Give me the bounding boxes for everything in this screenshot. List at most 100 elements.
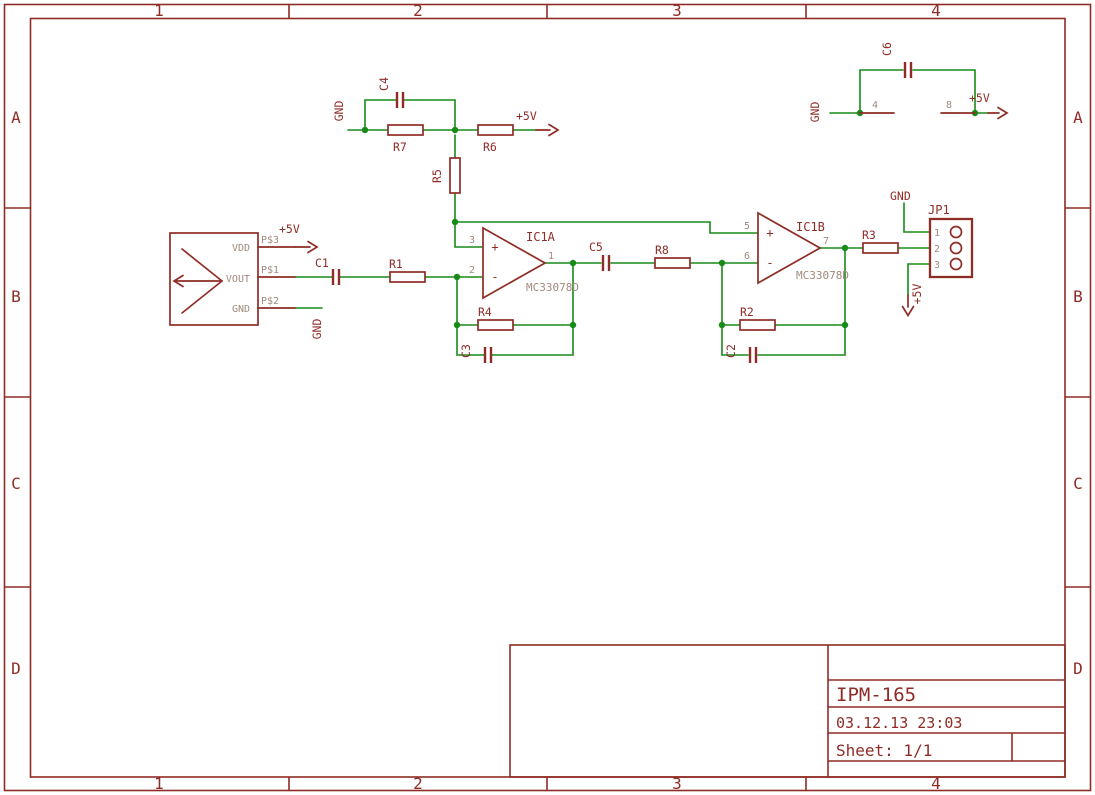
part-label: C3 xyxy=(459,344,473,358)
wire-fb2-left[interactable] xyxy=(721,262,749,356)
resistor-body xyxy=(739,319,776,331)
drawing-date: 03.12.13 23:03 xyxy=(836,714,962,732)
part-c2[interactable]: C2 xyxy=(724,344,758,363)
nets xyxy=(294,69,989,356)
vcc-label: +5V xyxy=(516,109,537,123)
part-c6[interactable]: C6 xyxy=(880,42,913,78)
wire-gnd-c4[interactable] xyxy=(364,99,397,131)
vcc-label: +5V xyxy=(279,222,300,236)
sensor-beam-arrowhead xyxy=(172,274,184,288)
vcc-arrowhead xyxy=(307,240,319,254)
part-label: R8 xyxy=(655,243,669,257)
junction-dot xyxy=(361,126,369,134)
pin-number: 3 xyxy=(469,235,475,246)
opamp-minus-sign: - xyxy=(766,256,773,270)
part-c5[interactable]: C5 xyxy=(589,240,611,271)
junction-dot xyxy=(718,259,726,267)
frame-row-label: D xyxy=(1073,659,1083,678)
frame-row-label: B xyxy=(11,287,21,306)
opamp-plus-sign: + xyxy=(766,226,773,240)
wire-vcc-c6[interactable] xyxy=(912,69,976,114)
junction-dot xyxy=(453,273,461,281)
title-block: IPM-165 03.12.13 23:03 Sheet: 1/1 xyxy=(509,644,1066,778)
supply-gnd-ic1p[interactable]: GND xyxy=(808,102,822,123)
opamp-plus-sign: + xyxy=(491,240,498,254)
gnd-label: GND xyxy=(808,102,822,123)
gnd-label: GND xyxy=(310,319,324,340)
frame-row-label: A xyxy=(11,108,21,127)
part-jp1[interactable]: 1 2 3 JP1 xyxy=(928,203,974,279)
frame-col-label: 2 xyxy=(413,1,423,20)
part-c3[interactable]: C3 xyxy=(459,344,493,363)
sensor-body xyxy=(169,232,259,326)
title-block-outline xyxy=(509,644,1066,778)
part-r2[interactable]: R2 xyxy=(739,305,776,331)
resistor-body xyxy=(654,257,691,269)
resistor-body xyxy=(387,124,424,136)
part-value: MC33078D xyxy=(796,269,849,282)
part-label: IC1A xyxy=(526,230,556,244)
connector-pin-circle xyxy=(949,257,963,271)
wire-bias-c4[interactable] xyxy=(403,99,456,131)
vcc-arrowhead xyxy=(901,305,915,318)
wire-bias-r5-bottom[interactable] xyxy=(454,192,484,248)
wire-vcc-jp1[interactable] xyxy=(907,263,931,296)
part-r7[interactable]: R7 xyxy=(387,124,424,154)
supply-vcc-sensor[interactable]: +5V xyxy=(279,222,319,254)
part-label: C4 xyxy=(377,77,391,91)
part-r3[interactable]: R3 xyxy=(862,228,899,254)
opamp-triangle xyxy=(757,211,822,285)
pin-number: 1 xyxy=(934,228,940,239)
part-label: R7 xyxy=(393,140,407,154)
wire-gnd-c6[interactable] xyxy=(859,69,904,114)
wire-gnd-jp1[interactable] xyxy=(903,202,931,233)
part-ic1b[interactable]: + - IC1B MC33078D 5 6 7 xyxy=(744,211,849,285)
vcc-arrowhead xyxy=(997,106,1009,120)
supply-vcc-ic1p[interactable]: +5V xyxy=(969,91,1009,120)
drawing-title: IPM-165 xyxy=(836,684,916,706)
supply-vcc-bias[interactable]: +5V xyxy=(516,109,560,137)
wire-bias-rail[interactable] xyxy=(454,221,759,234)
pin-number: 2 xyxy=(469,265,475,276)
part-label: JP1 xyxy=(928,203,950,217)
part-c4[interactable]: C4 xyxy=(377,77,405,108)
opamp-triangle xyxy=(482,226,547,300)
part-sensor[interactable]: VDD VOUT GND P$3 P$1 P$2 xyxy=(169,232,296,326)
part-r5[interactable]: R5 xyxy=(430,157,461,194)
part-c1[interactable]: C1 xyxy=(315,256,341,285)
supply-gnd-bias[interactable]: GND xyxy=(332,101,346,122)
pin-number: 5 xyxy=(744,221,750,232)
resistor-body xyxy=(862,242,899,254)
part-ic1-power[interactable]: 4 8 xyxy=(859,100,976,114)
pin-number: 2 xyxy=(934,244,940,255)
wire-fb1-left[interactable] xyxy=(456,276,485,356)
supply-gnd-jp1[interactable]: GND xyxy=(890,189,911,203)
sensor-pin-label: VDD xyxy=(232,243,250,254)
part-ic1a[interactable]: + - IC1A MC33078D 3 2 1 xyxy=(469,226,579,300)
vcc-label: +5V xyxy=(910,284,924,305)
junction-dot xyxy=(453,321,461,329)
resistor-body xyxy=(477,124,514,136)
frame-col-label: 3 xyxy=(672,1,682,20)
frame-col-label: 3 xyxy=(672,774,682,793)
pin-number: 7 xyxy=(823,236,829,247)
junction-dot xyxy=(451,218,459,226)
sheet-number: Sheet: 1/1 xyxy=(836,741,932,760)
part-label: R6 xyxy=(483,140,497,154)
part-label: R5 xyxy=(430,169,444,183)
part-r8[interactable]: R8 xyxy=(654,243,691,269)
part-r6[interactable]: R6 xyxy=(477,124,514,154)
part-label: R2 xyxy=(740,305,754,319)
junction-dot xyxy=(841,321,849,329)
sheet-frame: 1 2 3 4 1 2 3 4 A B C D A B C D xyxy=(3,1,1092,793)
supply-vcc-jp1[interactable]: +5V xyxy=(901,284,925,318)
frame-row-label: C xyxy=(11,474,21,493)
frame-col-label: 4 xyxy=(931,774,941,793)
part-r4[interactable]: R4 xyxy=(477,305,514,331)
frame-inner-border xyxy=(29,17,1066,778)
supply-gnd-sensor[interactable]: GND xyxy=(310,319,324,340)
part-label: C6 xyxy=(880,42,894,56)
part-r1[interactable]: R1 xyxy=(389,257,426,283)
